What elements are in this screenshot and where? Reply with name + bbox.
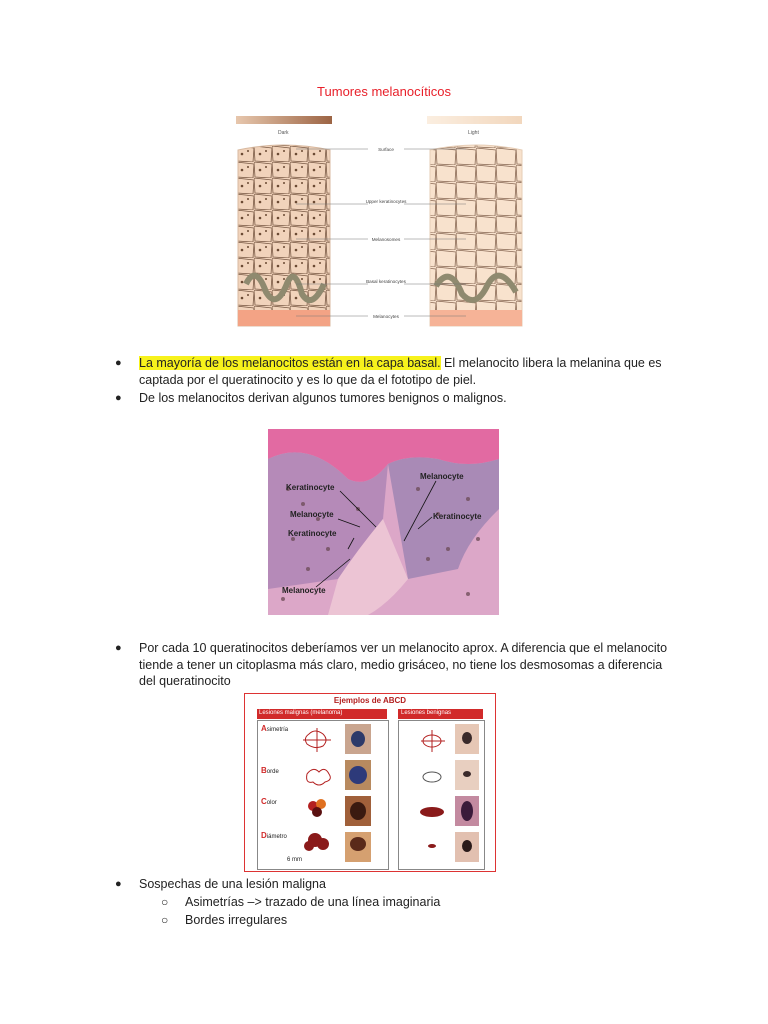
page-title: Tumores melanocíticos bbox=[317, 84, 451, 99]
bullet-text: De los melanocitos derivan algunos tumor… bbox=[139, 391, 507, 405]
basal-keratinocytes-label: Basal keratinocytes bbox=[366, 279, 407, 284]
upper-keratinocytes-label: Upper keratinocytes bbox=[366, 199, 408, 204]
abcd-row-a: Asimetría bbox=[261, 724, 289, 733]
bullet-tumores: ● De los melanocitos derivan algunos tum… bbox=[115, 390, 669, 407]
bullet-dot-icon: ● bbox=[115, 878, 122, 890]
benign-header: Lesiones benignas bbox=[401, 710, 452, 716]
scale-label: 6 mm bbox=[287, 857, 302, 863]
histology-figure: Keratinocyte Melanocyte Melanocyte Kerat… bbox=[268, 429, 499, 615]
bullet-queratinocitos: ● Por cada 10 queratinocitos deberíamos … bbox=[115, 640, 669, 690]
abcd-title: Ejemplos de ABCD bbox=[333, 696, 407, 705]
keratinocyte-label: Keratinocyte bbox=[288, 529, 337, 538]
bullet-dot-icon: ● bbox=[115, 357, 122, 369]
subbullet-text: Bordes irregulares bbox=[185, 913, 288, 927]
melanocyte-label: Melanocyte bbox=[282, 586, 326, 595]
melanocyte-label: Melanocyte bbox=[420, 472, 464, 481]
bullet-sospechas: ● Sospechas de una lesión maligna bbox=[115, 876, 669, 893]
bullet-circle-icon: ○ bbox=[161, 895, 169, 909]
bullet-text: Por cada 10 queratinocitos deberíamos ve… bbox=[139, 641, 668, 688]
surface-label: Surface bbox=[378, 147, 394, 152]
highlighted-text: La mayoría de los melanocitos están en l… bbox=[139, 356, 441, 370]
bullet-melanocitos-basal: ● La mayoría de los melanocitos están en… bbox=[115, 355, 669, 388]
abcd-figure: Ejemplos de ABCD Lesiones malignas (mela… bbox=[244, 693, 496, 872]
subbullet-text: Asimetrías –> trazado de una línea imagi… bbox=[185, 895, 441, 909]
bullet-dot-icon: ● bbox=[115, 642, 122, 654]
abcd-row-d: Diámetro bbox=[261, 831, 287, 840]
bullet-text: El melanocito libera la melanina que es … bbox=[139, 356, 662, 387]
keratinocyte-label: Keratinocyte bbox=[286, 483, 335, 492]
abcd-row-c: Color bbox=[261, 797, 277, 806]
abcd-row-b: Borde bbox=[261, 766, 279, 775]
melanocyte-label: Melanocyte bbox=[290, 510, 334, 519]
melanosomes-label: Melanosomes bbox=[372, 237, 401, 242]
malignant-header: Lesiones malignas (melanoma) bbox=[259, 710, 343, 716]
melanocytes-label: Melanocytes bbox=[373, 314, 399, 319]
bullet-text: Sospechas de una lesión maligna bbox=[139, 877, 326, 891]
subbullet-bordes: ○ Bordes irregulares bbox=[161, 912, 665, 929]
dark-label: Dark bbox=[278, 130, 289, 136]
skin-layers-figure: Dark Light Surface Upper keratinocytes M… bbox=[236, 114, 523, 328]
keratinocyte-label: Keratinocyte bbox=[433, 512, 482, 521]
bullet-dot-icon: ● bbox=[115, 392, 122, 404]
light-label: Light bbox=[468, 130, 479, 136]
subbullet-asimetrias: ○ Asimetrías –> trazado de una línea ima… bbox=[161, 894, 665, 911]
bullet-circle-icon: ○ bbox=[161, 913, 169, 927]
